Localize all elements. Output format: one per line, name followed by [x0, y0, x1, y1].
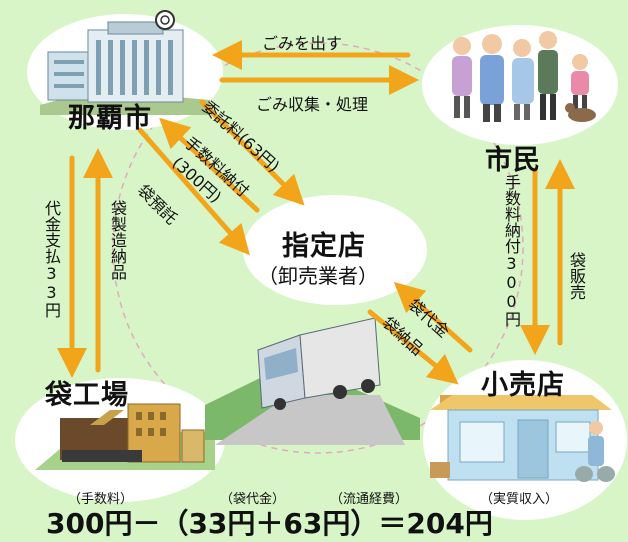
label-fee-payment-from-retail: 手数料納付300円	[502, 174, 521, 327]
dashed-cycle-circle	[112, 42, 524, 454]
formula-expression: 300円－（33円＋63円）＝204円	[46, 507, 493, 540]
arrow-city-bag-consignment	[137, 127, 250, 256]
label-bag-sales: 袋販売	[567, 252, 586, 300]
designated-store-bubble	[243, 195, 427, 305]
label-bag-manufacture: 袋製造納品	[108, 200, 127, 280]
citizens-group-icon	[452, 31, 596, 122]
arrow-designated-to-retail	[367, 309, 459, 385]
arrow-city-to-designated	[199, 99, 305, 206]
arrows	[57, 40, 575, 385]
retail-shop-icon	[430, 395, 615, 482]
formula-label-fee: （手数料）	[68, 492, 134, 507]
formula-label-net-income: （実質収入）	[480, 492, 559, 507]
formula-label-bag-price: （袋代金）	[220, 492, 286, 507]
node-designated-store: 指定店	[282, 231, 366, 262]
factory-icon	[35, 403, 215, 470]
node-citizens: 市民	[485, 145, 541, 176]
formula-label-distribution: （流通経費）	[330, 492, 409, 507]
node-bag-factory: 袋工場	[45, 380, 129, 411]
label-garbage-collection: ごみ収集・処理	[256, 95, 369, 114]
delivery-truck-icon	[205, 317, 420, 445]
city-hall-building-icon	[40, 10, 210, 115]
node-designated-store-sub: （卸売業者）	[258, 264, 378, 288]
label-payment-to-factory: 代金支払33円	[42, 200, 61, 318]
node-retail-store: 小売店	[481, 370, 565, 401]
label-put-out-garbage: ごみを出す	[262, 34, 343, 53]
arrow-retail-to-designated	[393, 282, 473, 353]
node-city: 那覇市	[68, 103, 152, 134]
arrow-designated-to-city	[159, 117, 260, 213]
